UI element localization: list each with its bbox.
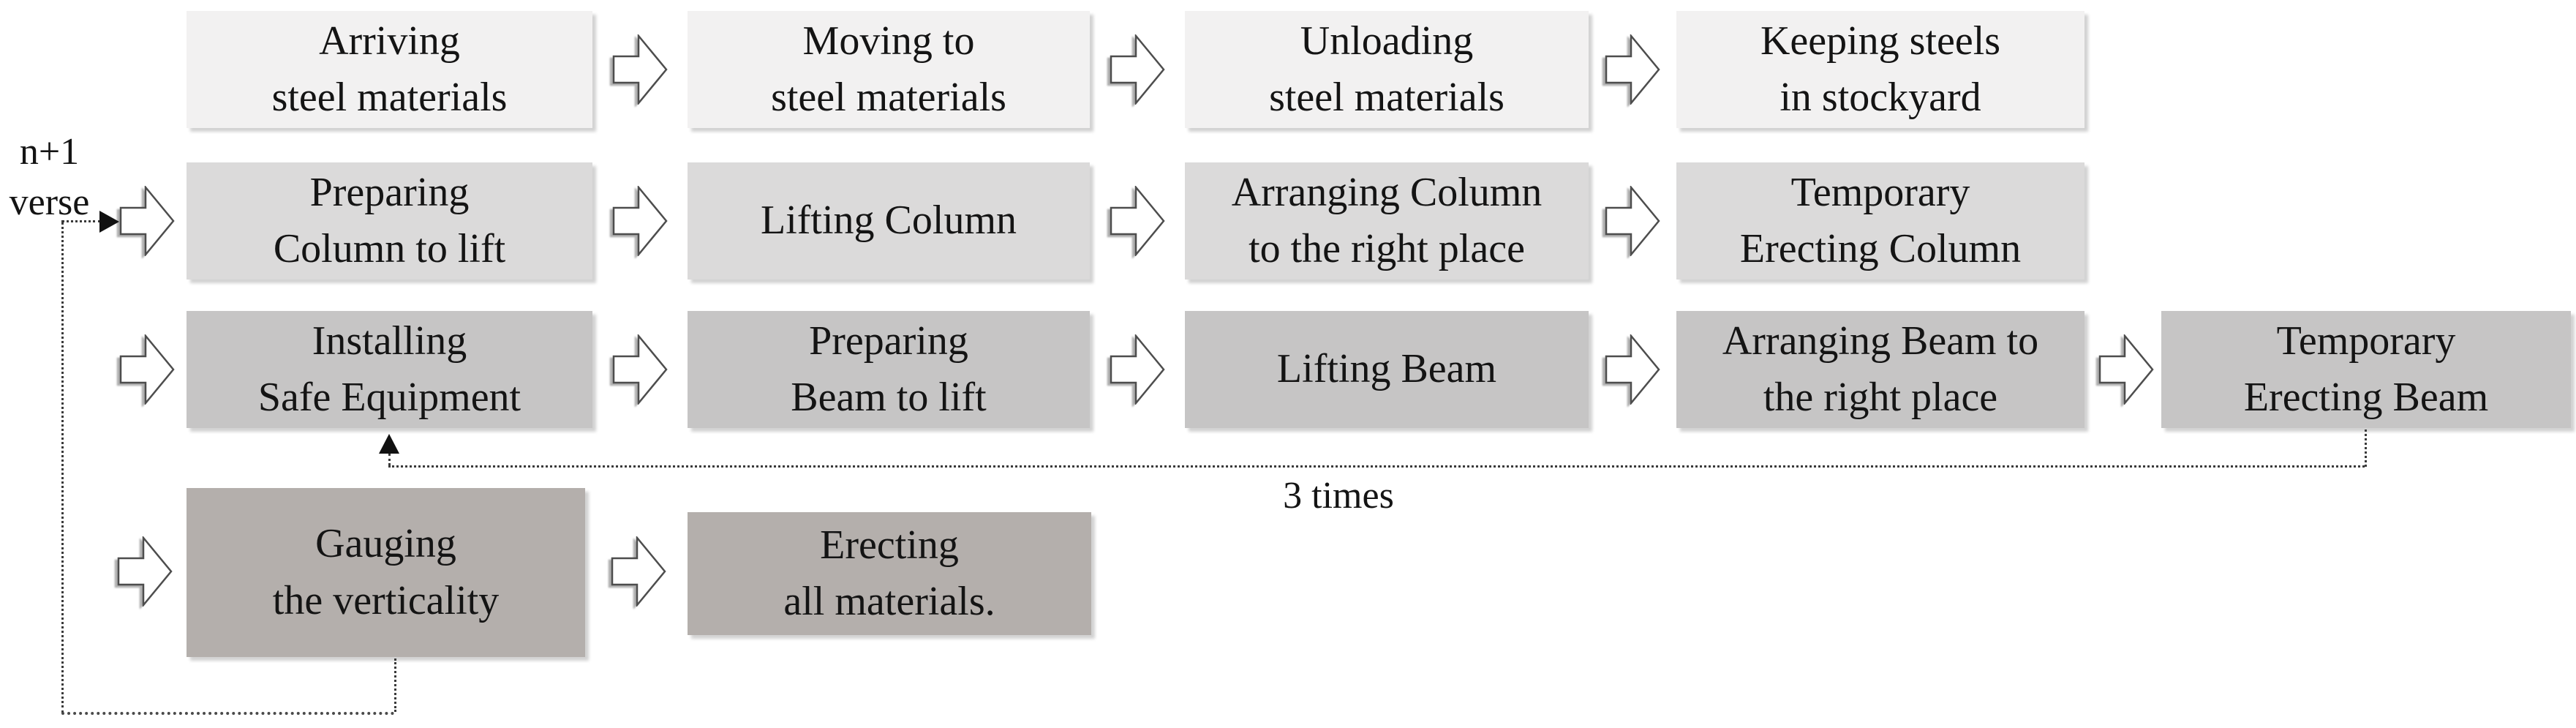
repeat-loop-up-stem-line (388, 454, 391, 465)
flow-arrow-icon (1605, 334, 1660, 405)
three-times-label: 3 times (1283, 475, 1394, 517)
flow-arrow-icon (2098, 334, 2154, 405)
flow-arrow-icon (612, 186, 668, 256)
box-erecting-all-materials: Erecting all materials. (688, 512, 1091, 635)
n1-loop-left-vertical-line (61, 222, 64, 713)
arrowhead-right-icon (99, 211, 119, 233)
repeat-loop-beam-stem-line (2365, 429, 2367, 467)
flow-arrow-icon (117, 536, 173, 607)
box-gauging-the-verticality: Gauging the verticality (187, 488, 585, 657)
flow-arrow-icon (1110, 186, 1165, 256)
flow-arrow-icon (612, 334, 668, 405)
flow-arrow-icon (1110, 334, 1165, 405)
box-preparing-beam-to-lift: Preparing Beam to lift (688, 311, 1090, 428)
flow-arrow-icon (1605, 34, 1660, 105)
flow-arrow-icon (119, 334, 175, 405)
box-arranging-column: Arranging Column to the right place (1185, 162, 1589, 279)
flow-arrow-icon (1110, 34, 1165, 105)
box-keeping-steels-in-stockyard: Keeping steels in stockyard (1676, 11, 2084, 128)
box-lifting-column: Lifting Column (688, 162, 1090, 279)
box-arriving-steel-materials: Arriving steel materials (187, 11, 592, 128)
flow-arrow-icon (611, 536, 666, 607)
n-plus-1-verse-label: n+1 verse (9, 131, 90, 223)
arrowhead-up-icon (379, 434, 399, 454)
box-unloading-steel-materials: Unloading steel materials (1185, 11, 1589, 128)
flow-arrow-icon (119, 186, 175, 256)
flow-arrow-icon (612, 34, 668, 105)
box-installing-safe-equipment: Installing Safe Equipment (187, 311, 592, 428)
box-lifting-beam: Lifting Beam (1185, 311, 1589, 428)
n1-loop-bottom-line (61, 712, 394, 715)
box-arranging-beam: Arranging Beam to the right place (1676, 311, 2084, 428)
flow-arrow-icon (1605, 186, 1660, 256)
box-preparing-column-to-lift: Preparing Column to lift (187, 162, 592, 279)
repeat-loop-horizontal-line (388, 465, 2365, 468)
n1-loop-entry-line (61, 220, 101, 222)
n1-loop-gauging-stem-line (394, 658, 396, 712)
box-moving-to-steel-materials: Moving to steel materials (688, 11, 1090, 128)
box-temporary-erecting-beam: Temporary Erecting Beam (2161, 311, 2571, 428)
box-temporary-erecting-column: Temporary Erecting Column (1676, 162, 2084, 279)
